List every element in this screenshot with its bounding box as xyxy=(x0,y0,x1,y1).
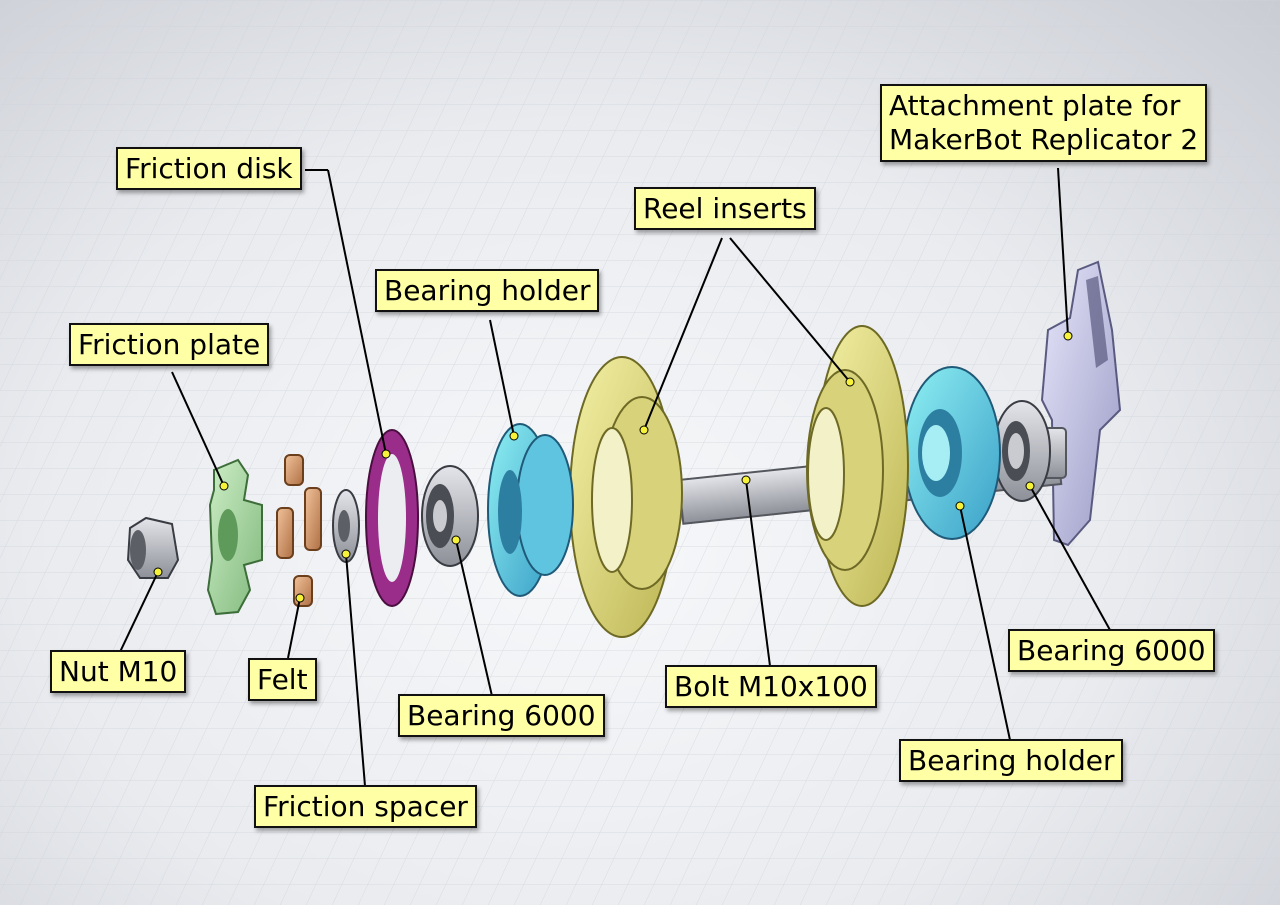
label-attachment-plate-line2: MakerBot Replicator 2 xyxy=(889,123,1199,156)
friction-disk-part xyxy=(365,429,419,607)
label-bolt: Bolt M10x100 xyxy=(665,665,877,708)
bearing-holder-right-part xyxy=(903,366,1001,540)
anchor-dots xyxy=(153,331,1073,603)
label-felt: Felt xyxy=(248,658,317,701)
label-bearing-left: Bearing 6000 xyxy=(398,694,605,737)
label-reel-inserts: Reel inserts xyxy=(634,187,816,230)
reel-insert-right-part xyxy=(806,325,909,607)
label-nut: Nut M10 xyxy=(50,650,187,693)
bearing-left-part xyxy=(421,465,479,567)
label-attachment-plate: Attachment plate for MakerBot Replicator… xyxy=(880,84,1208,162)
label-bearing-holder-left: Bearing holder xyxy=(375,269,600,312)
label-friction-disk: Friction disk xyxy=(116,147,302,190)
label-bearing-holder-right: Bearing holder xyxy=(899,739,1124,782)
reel-insert-left-part xyxy=(569,356,683,638)
bearing-holder-left-part xyxy=(487,423,574,597)
label-bearing-right: Bearing 6000 xyxy=(1008,629,1215,672)
bearing-right-part xyxy=(993,400,1051,502)
label-friction-plate: Friction plate xyxy=(69,323,270,366)
felt-part xyxy=(276,454,322,607)
friction-plate-part xyxy=(206,458,263,616)
label-friction-spacer: Friction spacer xyxy=(254,785,477,828)
leader-lines xyxy=(119,167,1111,787)
label-attachment-plate-line1: Attachment plate for xyxy=(889,89,1181,122)
nut-part xyxy=(126,516,180,579)
